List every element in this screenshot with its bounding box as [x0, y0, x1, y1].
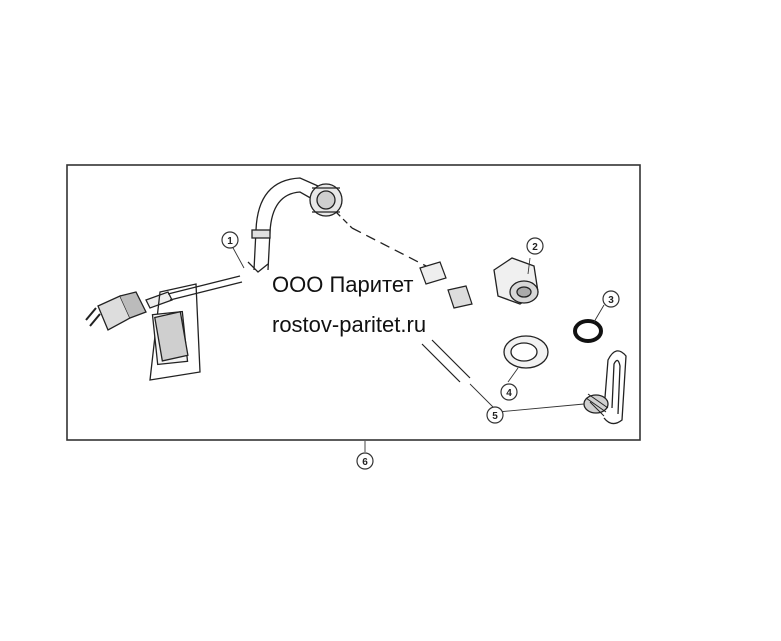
- nut-part-2: [493, 257, 539, 305]
- leader-lines: [231, 245, 605, 452]
- power-cord-plug: [85, 275, 243, 381]
- callout-3: 3: [602, 290, 620, 308]
- svg-text:2: 2: [532, 242, 538, 253]
- svg-text:1: 1: [227, 236, 233, 247]
- heating-element: [583, 350, 627, 425]
- callout-6: 6: [356, 452, 374, 470]
- watermark-url: rostov-paritet.ru: [272, 312, 427, 337]
- diagram-frame: [66, 164, 641, 441]
- callout-5: 5: [486, 406, 504, 424]
- svg-text:3: 3: [608, 295, 614, 306]
- hose-fitting: [247, 177, 431, 273]
- svg-text:4: 4: [506, 388, 512, 399]
- washer-part-4: [503, 335, 549, 369]
- o-ring-part-3: [573, 319, 603, 343]
- callout-4: 4: [500, 383, 518, 401]
- center-fittings: [419, 261, 473, 383]
- callout-2: 2: [526, 237, 544, 255]
- svg-text:6: 6: [362, 457, 368, 468]
- watermark-company: ООО Паритет: [272, 272, 414, 297]
- svg-text:5: 5: [492, 411, 498, 422]
- callout-1: 1: [221, 231, 239, 249]
